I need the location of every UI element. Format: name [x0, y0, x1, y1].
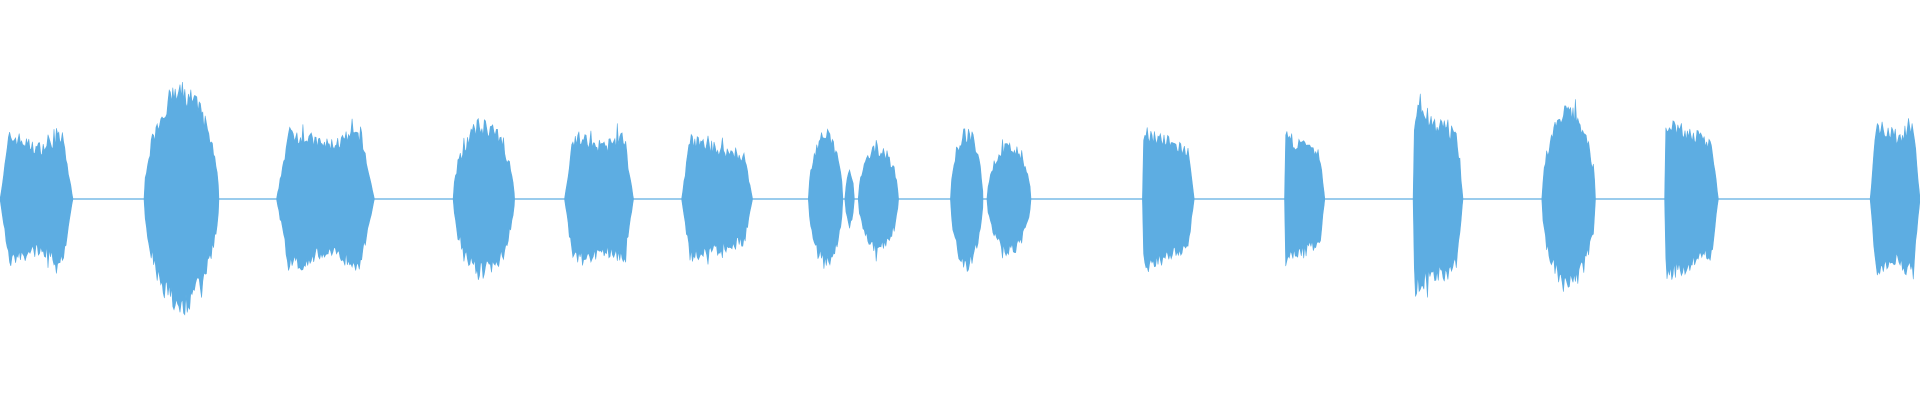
waveform-segment: [1664, 120, 1719, 280]
waveform-segment: [564, 123, 634, 266]
waveform-segment: [1142, 127, 1195, 272]
waveform-segment: [143, 81, 220, 316]
waveform-segment: [1284, 131, 1326, 267]
waveform-segment: [1869, 118, 1920, 280]
waveform-segment: [1541, 99, 1596, 292]
waveform-segment: [857, 140, 899, 262]
waveform-segment: [452, 117, 515, 280]
waveform-segment: [1412, 93, 1464, 298]
waveform-segment: [276, 118, 375, 271]
waveform-segment: [986, 139, 1032, 259]
waveform-segment: [950, 128, 984, 273]
waveform-segment: [681, 133, 753, 265]
waveform-segment: [0, 128, 74, 274]
waveform-segments: [0, 81, 1920, 316]
waveform-segment: [844, 168, 855, 229]
waveform-segment: [807, 128, 844, 269]
